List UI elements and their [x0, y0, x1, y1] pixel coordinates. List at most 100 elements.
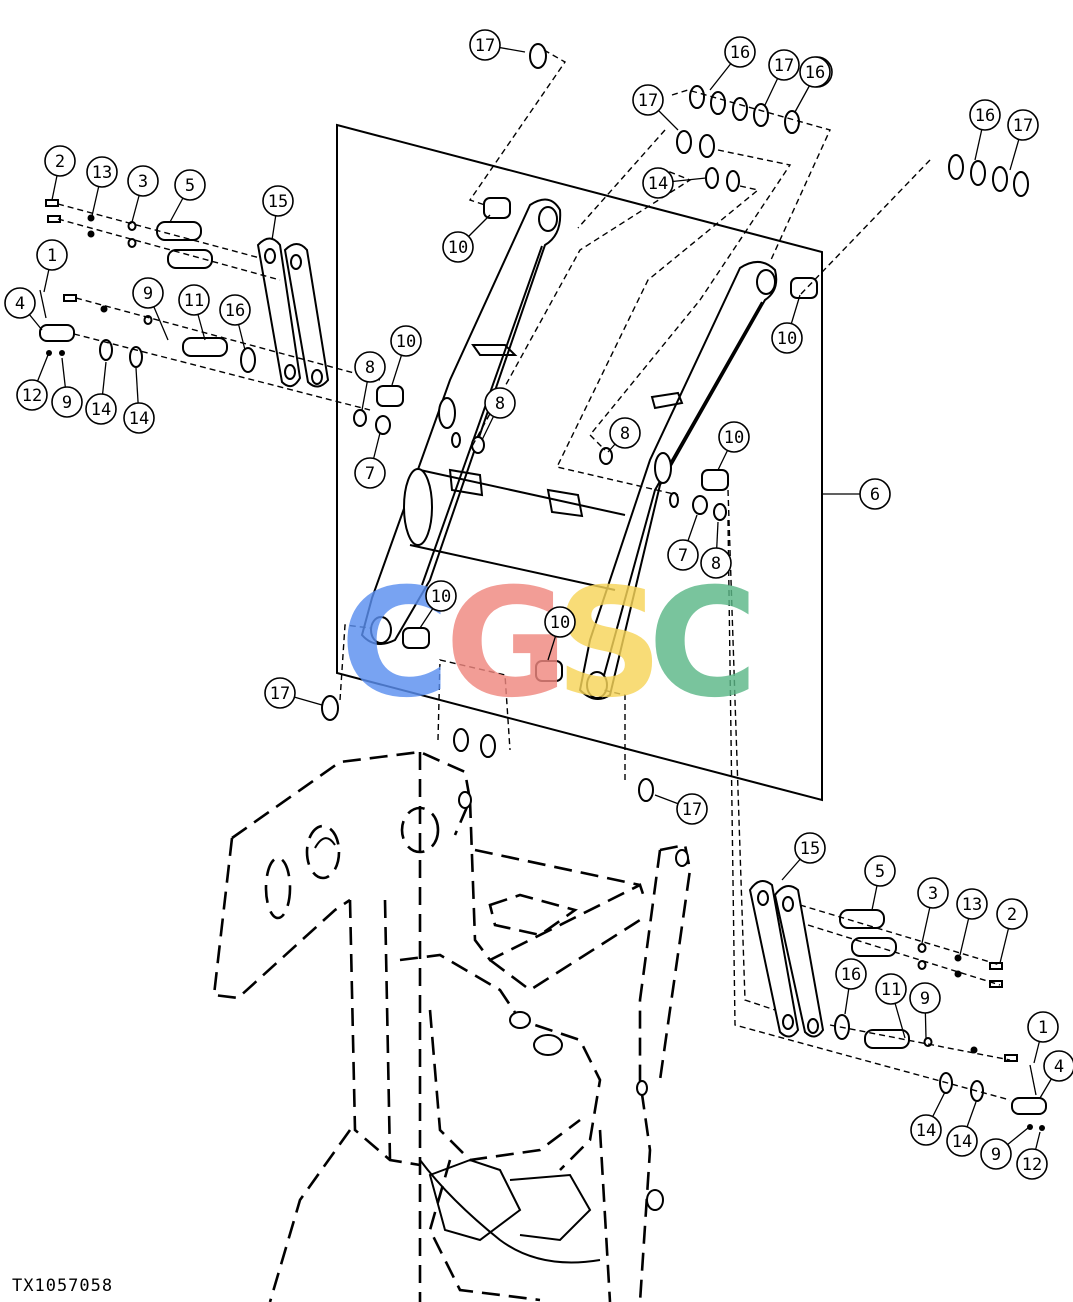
callout-10: 10	[390, 325, 422, 386]
callout-15: 15	[262, 185, 294, 241]
right-loader-arm	[578, 261, 778, 700]
callout-number: 5	[875, 862, 885, 882]
callout-7: 7	[667, 514, 699, 571]
callout-9: 9	[51, 357, 83, 418]
callout-8: 8	[700, 521, 732, 579]
callout-bubble	[36, 239, 68, 271]
callout-10: 10	[771, 294, 803, 354]
callout-number: 11	[881, 980, 901, 1000]
loader-arm-box	[336, 123, 823, 802]
callout-bubble	[864, 855, 896, 887]
callout-number: 10	[777, 329, 797, 349]
assembly-lines	[57, 49, 1011, 1101]
callout-number: 10	[396, 332, 416, 352]
callout-number: 16	[975, 106, 995, 126]
callout-10: 10	[717, 421, 750, 471]
callout-bubble	[178, 284, 210, 316]
callout-number: 17	[774, 56, 794, 76]
callout-17: 17	[264, 677, 323, 709]
callout-bubble	[667, 539, 699, 571]
callout-bubble	[354, 457, 386, 489]
callout-6: 6	[823, 478, 891, 510]
callout-number: 14	[648, 174, 668, 194]
callout-number: 10	[724, 428, 744, 448]
callout-14: 14	[85, 361, 117, 425]
callout-8: 8	[481, 387, 516, 441]
callout-7: 7	[354, 432, 386, 489]
watermark-letter: G	[445, 557, 568, 731]
callout-14: 14	[123, 367, 155, 434]
callout-number: 4	[1054, 1057, 1064, 1077]
callout-17: 17	[764, 49, 800, 106]
callout-16: 16	[835, 958, 867, 1015]
callout-bubble	[123, 402, 155, 434]
watermark-letter: S	[555, 557, 663, 731]
callout-bubble	[262, 185, 294, 217]
callout-bubble	[956, 888, 988, 920]
callout-12: 12	[16, 354, 49, 411]
callout-17: 17	[654, 793, 708, 825]
callout-bubble	[1043, 1050, 1073, 1082]
callout-bubble	[996, 898, 1028, 930]
callout-number: 10	[448, 238, 468, 258]
callout-2: 2	[44, 145, 76, 201]
callout-number: 2	[1007, 905, 1017, 925]
callout-number: 1	[47, 246, 57, 266]
callout-number: 8	[495, 394, 505, 414]
callout-bubble	[86, 156, 118, 188]
callout-3: 3	[917, 877, 949, 944]
callout-number: 13	[92, 163, 112, 183]
callout-number: 14	[129, 409, 149, 429]
callout-number: 13	[962, 895, 982, 915]
callout-15: 15	[781, 832, 826, 881]
callout-bubble	[425, 580, 457, 612]
callout-number: 17	[270, 684, 290, 704]
callout-number: 14	[91, 400, 111, 420]
callout-number: 4	[15, 294, 25, 314]
callout-bubble	[132, 277, 164, 309]
callout-number: 3	[928, 884, 938, 904]
callout-bubble	[609, 417, 641, 449]
callout-13: 13	[956, 888, 988, 956]
pin-bushings	[353, 197, 818, 682]
callout-bubble	[946, 1125, 978, 1157]
callout-9: 9	[909, 982, 941, 1039]
callout-bubble	[44, 145, 76, 177]
callout-bubble	[354, 351, 386, 383]
callout-bubble	[917, 877, 949, 909]
callout-bubble	[642, 167, 674, 199]
callout-17: 17	[469, 29, 526, 61]
callout-number: 7	[678, 546, 688, 566]
callout-number: 6	[870, 485, 880, 505]
watermark-letter: C	[648, 557, 758, 731]
callout-4: 4	[4, 287, 43, 331]
callout-16: 16	[969, 99, 1001, 161]
callout-bubble	[700, 547, 732, 579]
callout-bubble	[910, 1114, 942, 1146]
callout-bubble	[16, 379, 48, 411]
callout-number: 16	[225, 301, 245, 321]
callout-16: 16	[219, 294, 251, 351]
right-link-group	[748, 880, 1047, 1131]
callout-1: 1	[36, 239, 68, 293]
callout-bubble	[4, 287, 36, 319]
loader-frame-outline	[212, 750, 692, 1302]
callout-bubble	[1027, 1011, 1059, 1043]
callout-4: 4	[1039, 1050, 1073, 1099]
callout-3: 3	[127, 165, 159, 223]
callout-number: 17	[682, 800, 702, 820]
callout-13: 13	[86, 156, 118, 217]
callout-number: 14	[916, 1121, 936, 1141]
callout-bubble	[632, 84, 664, 116]
callout-2: 2	[996, 898, 1028, 964]
callout-number: 11	[184, 291, 204, 311]
callout-10: 10	[419, 580, 457, 629]
callout-bubble	[51, 386, 83, 418]
callout-number: 10	[550, 613, 570, 633]
callout-number: 3	[138, 172, 148, 192]
callout-10: 10	[544, 606, 576, 661]
callout-5: 5	[169, 169, 206, 223]
callout-number: 5	[185, 176, 195, 196]
callout-bubble	[544, 606, 576, 638]
